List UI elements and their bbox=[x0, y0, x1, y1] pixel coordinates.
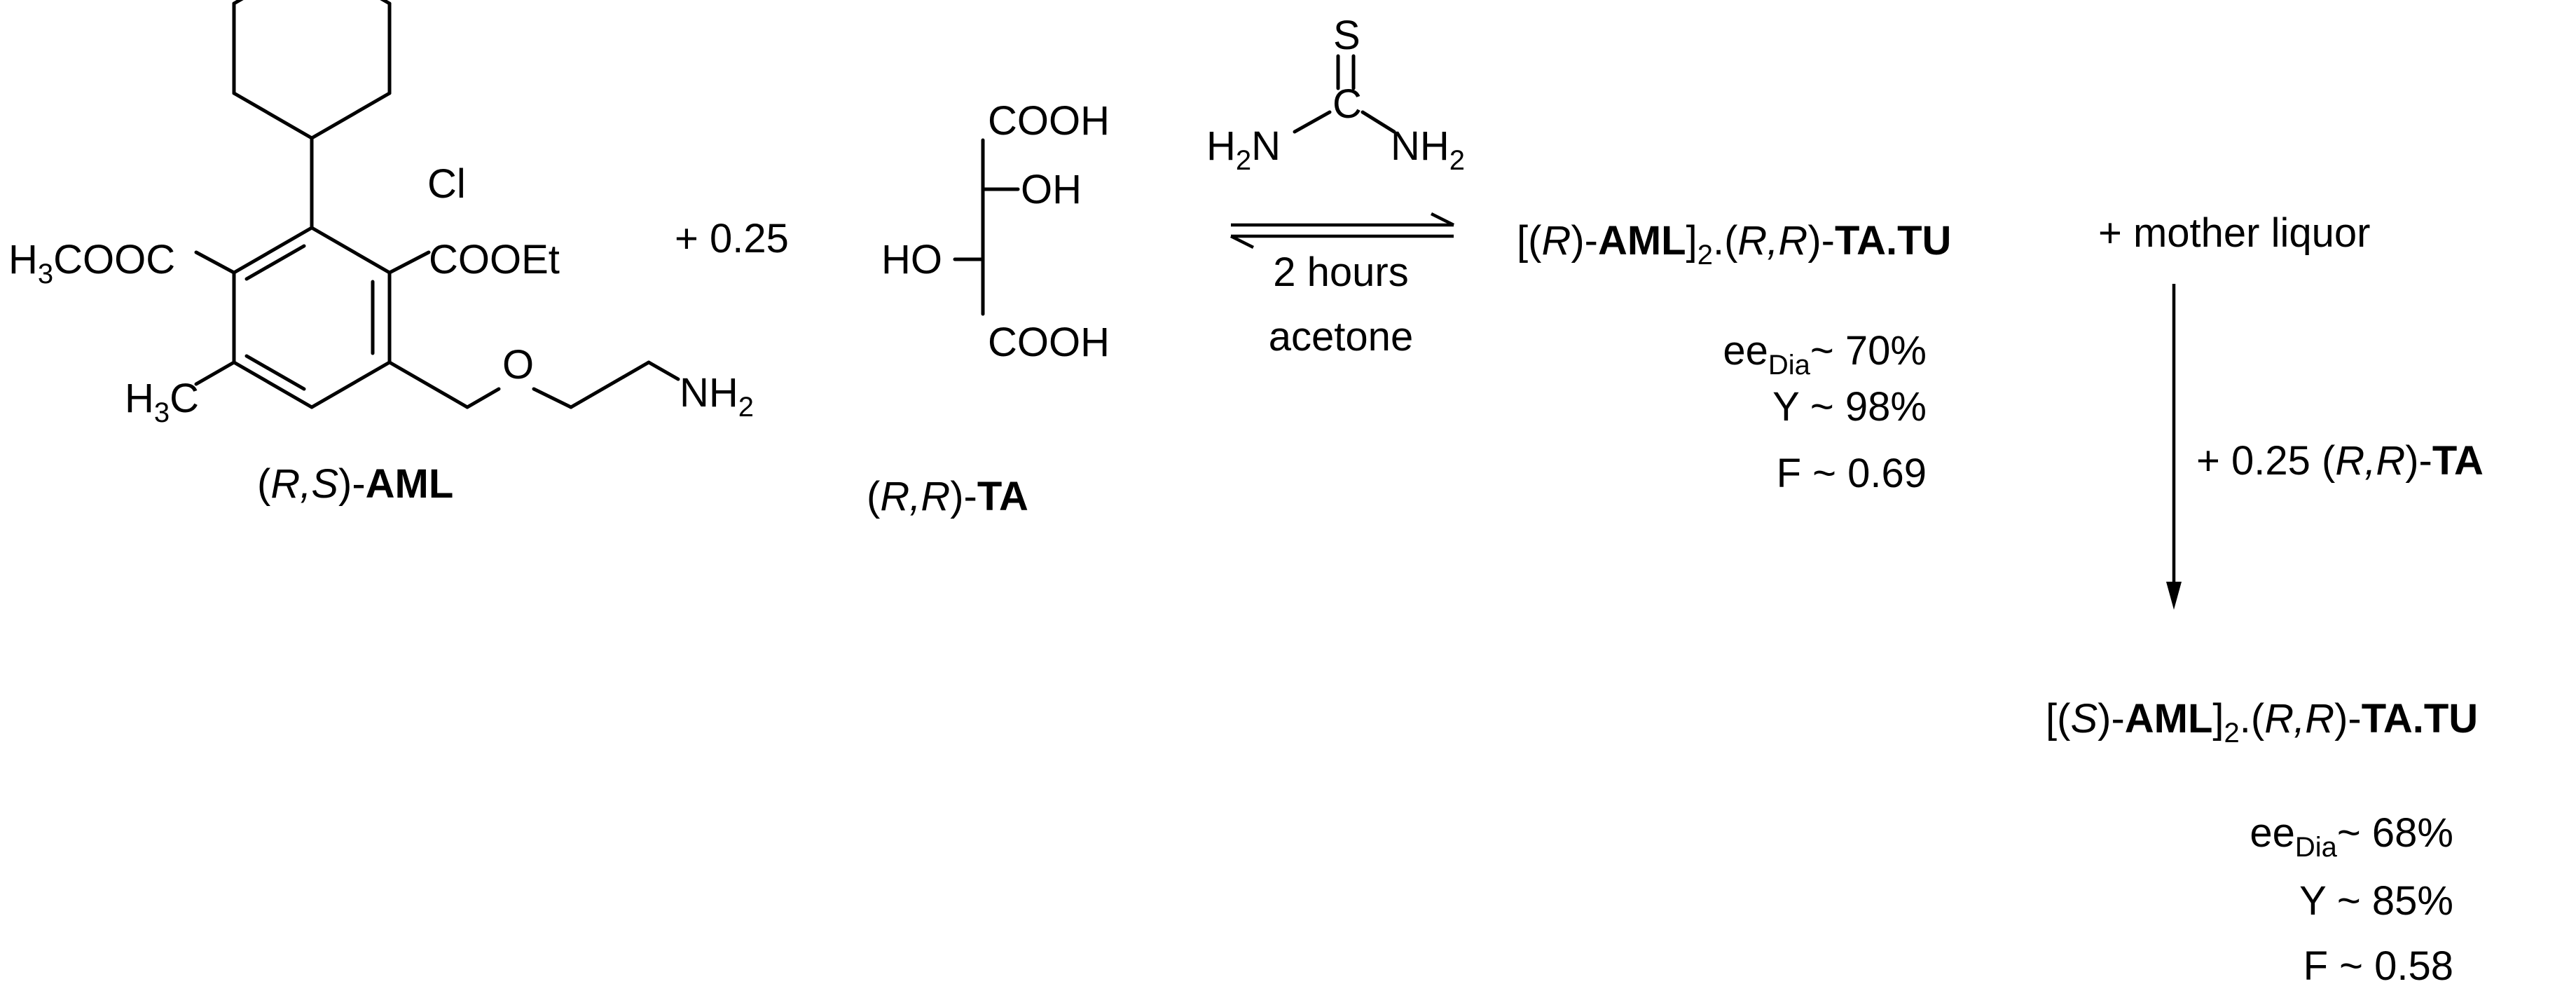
product-r-ee: eeDia~ 70% bbox=[1723, 328, 1927, 381]
product-s-f: F ~ 0.58 bbox=[2303, 943, 2453, 989]
aml-left-ester: H3COOC bbox=[8, 237, 175, 289]
aml-ether-oxygen: O bbox=[502, 342, 534, 388]
aml-right-ester: COOEt bbox=[429, 237, 560, 282]
mother-liquor: + mother liquor bbox=[2098, 210, 2370, 256]
bond-to-cooet bbox=[387, 250, 431, 275]
product-r-yield: Y ~ 98% bbox=[1772, 384, 1927, 430]
condition-solvent: acetone bbox=[1269, 314, 1413, 360]
equilibrium-arrow bbox=[1230, 212, 1455, 250]
aml-structure bbox=[194, 0, 680, 409]
aml-methyl: H3C bbox=[125, 376, 199, 428]
condition-time: 2 hours bbox=[1273, 250, 1408, 295]
thiourea-left-nh2: H2N bbox=[1206, 123, 1281, 176]
thiourea-right-nh2: NH2 bbox=[1391, 123, 1465, 176]
aml-chlorine: Cl bbox=[427, 161, 466, 207]
product-r-formula: [(R)-AML]2.(R,R)-TA.TU bbox=[1517, 218, 1951, 271]
thiourea-bond-right bbox=[1361, 110, 1396, 134]
plus-stoichiometry: + 0.25 bbox=[675, 216, 789, 261]
bond-c-o bbox=[465, 387, 501, 409]
second-step-reagent: + 0.25 (R,R)-TA bbox=[2196, 438, 2484, 484]
thiourea-carbon: C bbox=[1332, 81, 1362, 127]
ta-ho: HO bbox=[881, 237, 942, 282]
ta-oh: OH bbox=[1021, 167, 1082, 212]
bond-to-coome bbox=[194, 250, 236, 275]
bond-c-c bbox=[569, 360, 651, 409]
second-step-arrow bbox=[2166, 284, 2182, 610]
aml-label: (R,S)-AML bbox=[257, 461, 453, 507]
ta-label: (R,R)-TA bbox=[867, 474, 1028, 519]
product-s-yield: Y ~ 85% bbox=[2299, 878, 2453, 924]
product-r-f: F ~ 0.69 bbox=[1777, 451, 1927, 496]
bond-o-c bbox=[532, 387, 573, 409]
thiourea-sulfur: S bbox=[1333, 13, 1361, 58]
aml-amine: NH2 bbox=[680, 370, 754, 423]
bond-c-n bbox=[647, 360, 680, 381]
ta-cooh-bottom: COOH bbox=[988, 320, 1110, 365]
aml-chlorophenyl-ring bbox=[232, 0, 392, 230]
thiourea-bond-left bbox=[1293, 110, 1332, 134]
product-s-ee: eeDia~ 68% bbox=[2250, 810, 2453, 863]
ta-structure bbox=[953, 138, 1020, 316]
product-s-formula: [(S)-AML]2.(R,R)-TA.TU bbox=[2046, 696, 2478, 748]
bond-ch2 bbox=[387, 360, 469, 409]
ta-cooh-top: COOH bbox=[988, 98, 1110, 144]
aml-central-ring bbox=[232, 226, 392, 409]
bond-to-methyl bbox=[194, 360, 236, 386]
